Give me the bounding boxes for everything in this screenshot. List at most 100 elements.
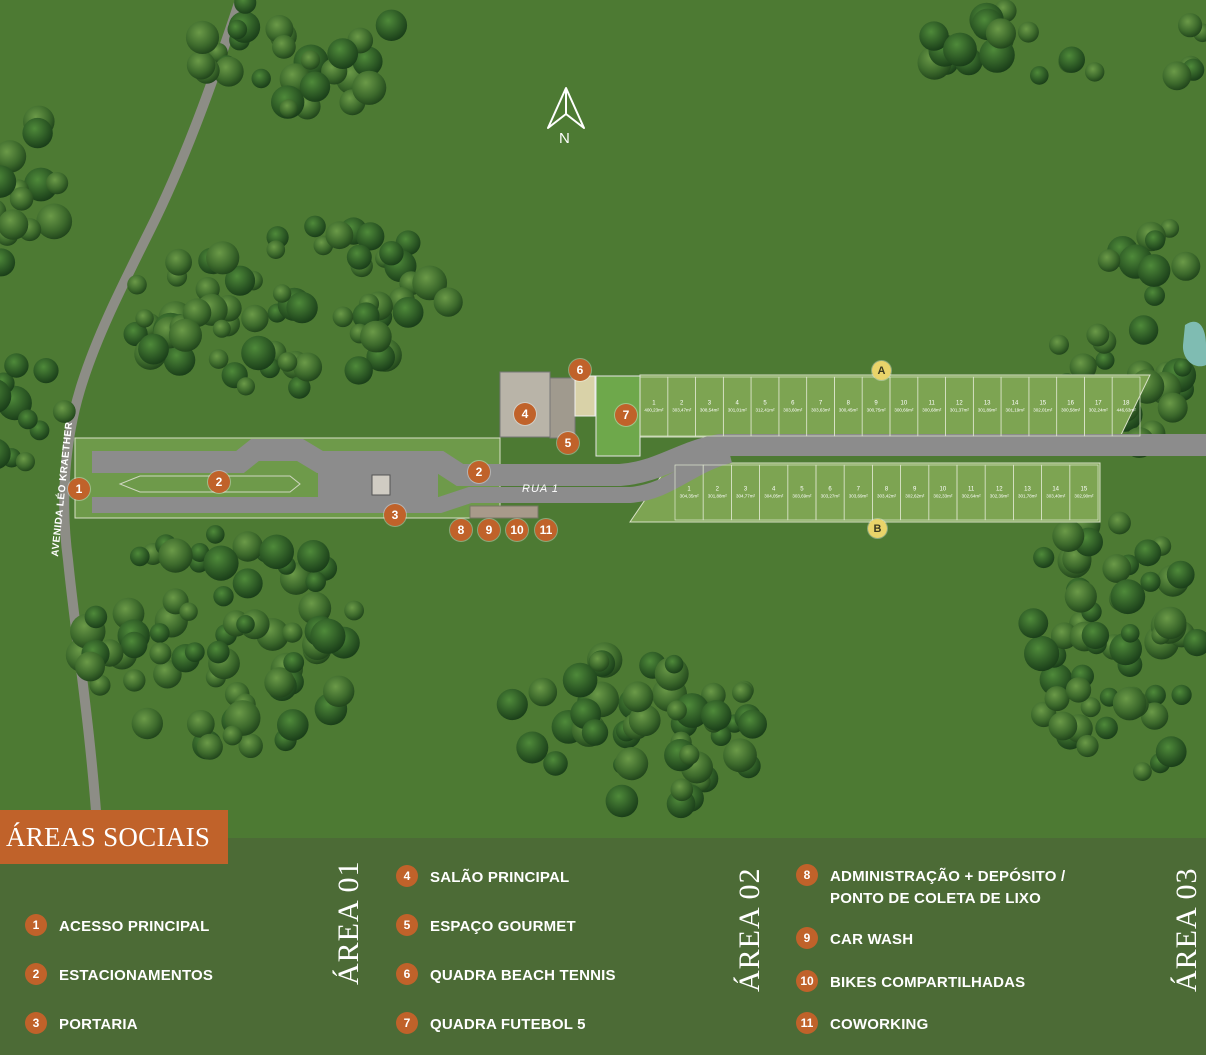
tree-icon	[131, 707, 163, 740]
tree-icon	[589, 651, 610, 672]
tree-icon	[1173, 358, 1192, 377]
tree-icon	[605, 784, 639, 818]
tree-icon	[241, 335, 276, 371]
row-marker-b: B	[868, 519, 887, 538]
north-lot-number: 18	[1123, 401, 1130, 407]
legend-item-futebol-5: 7 QUADRA FUTEBOL 5	[396, 1012, 586, 1036]
pin-acesso-principal[interactable]: 1	[68, 478, 90, 500]
pin-beach-tennis[interactable]: 6	[569, 359, 591, 381]
tree-icon	[121, 631, 148, 659]
pin-car-wash[interactable]: 9	[478, 519, 500, 541]
area-title-03: ÁREA 03	[1170, 867, 1203, 992]
tree-icon	[179, 602, 198, 621]
tree-icon	[943, 32, 977, 67]
legend-label: ACESSO PRINCIPAL	[59, 918, 210, 935]
pin-coworking[interactable]: 11	[535, 519, 557, 541]
north-label: N	[559, 130, 570, 147]
pin-portaria[interactable]: 3	[384, 504, 406, 526]
south-lot-area: 302,39m²	[990, 494, 1010, 499]
north-lot-number: 16	[1067, 401, 1074, 407]
south-lot-area: 304,35m²	[680, 494, 700, 499]
legend-label: QUADRA BEACH TENNIS	[430, 967, 616, 984]
pin-estacionamento-2[interactable]: 2	[468, 461, 490, 483]
legend-label: COWORKING	[830, 1016, 929, 1033]
tree-icon	[288, 376, 311, 399]
tree-icon	[158, 538, 193, 573]
legend-number: 6	[396, 963, 418, 985]
lot-grid: 1400,23m²2303,47m²3308,54m²4301,01m²5312…	[639, 376, 1141, 521]
tree-icon	[212, 319, 231, 338]
tree-icon	[622, 681, 654, 713]
legend-item-administracao: 8 ADMINISTRAÇÃO + DEPÓSITO / PONTO DE CO…	[796, 864, 1076, 910]
tree-icon	[222, 725, 243, 746]
south-lot-area: 302,62m²	[905, 494, 925, 499]
south-lot-number: 5	[800, 487, 804, 493]
north-lot-number: 4	[736, 401, 740, 407]
lot-strip-south	[629, 462, 1101, 523]
south-lot-area: 303,42m²	[877, 494, 897, 499]
tree-icon	[670, 778, 694, 802]
south-lot-number: 4	[772, 487, 776, 493]
legend-item-car-wash: 9 CAR WASH	[796, 927, 913, 951]
south-lot-number: 3	[744, 487, 748, 493]
tree-icon	[679, 744, 700, 765]
pin-estacionamento-1[interactable]: 2	[208, 471, 230, 493]
legend-label: PORTARIA	[59, 1016, 138, 1033]
north-lot-18[interactable]	[1111, 376, 1141, 437]
tree-icon	[344, 356, 373, 385]
tree-icon	[299, 71, 331, 102]
tree-icon	[1102, 554, 1132, 583]
legend-item-espaco-gourmet: 5 ESPAÇO GOURMET	[396, 914, 576, 938]
tree-icon	[1171, 684, 1192, 706]
tree-icon	[1095, 716, 1118, 740]
tree-icon	[360, 320, 392, 353]
tree-icon	[1133, 762, 1152, 781]
north-lot-area: 301,19m²	[1005, 408, 1025, 413]
tree-icon	[22, 117, 53, 149]
area-title-02: ÁREA 02	[733, 867, 766, 992]
south-lot-number: 11	[968, 487, 975, 493]
pin-espaco-gourmet[interactable]: 5	[557, 432, 579, 454]
row-marker-a: A	[872, 361, 891, 380]
north-lot-area: 300,58m²	[1061, 408, 1081, 413]
tree-icon	[251, 68, 271, 89]
tree-icon	[985, 18, 1017, 49]
tree-icon	[208, 349, 229, 369]
pin-salao-principal[interactable]: 4	[514, 403, 536, 425]
tree-icon	[293, 352, 323, 382]
north-lot-number: 3	[708, 401, 712, 407]
south-lot-number: 8	[885, 487, 889, 493]
south-lot-area: 301,78m²	[1018, 494, 1038, 499]
tree-icon	[286, 291, 318, 324]
pin-futebol-5[interactable]: 7	[615, 404, 637, 426]
tree-icon	[236, 377, 255, 396]
legend-panel	[0, 838, 1206, 1055]
tree-icon	[310, 618, 346, 654]
tree-icon	[1166, 560, 1195, 589]
pin-administracao[interactable]: 8	[450, 519, 472, 541]
south-lot-15[interactable]	[1069, 464, 1099, 521]
legend-item-salao-principal: 4 SALÃO PRINCIPAL	[396, 865, 569, 889]
tree-icon	[323, 675, 355, 707]
tree-icon	[1110, 579, 1146, 615]
south-lot-number: 2	[716, 487, 720, 493]
legend-label: ESTACIONAMENTOS	[59, 967, 214, 984]
tree-icon	[379, 241, 404, 266]
tree-icon	[135, 309, 154, 328]
building-gourmet	[549, 377, 576, 439]
north-lot-area: 301,01m²	[728, 408, 748, 413]
tree-icon	[279, 99, 298, 118]
north-lot-area: 300,75m²	[867, 408, 887, 413]
tree-icon	[628, 704, 661, 737]
tree-icon	[36, 203, 73, 240]
tree-icon	[0, 439, 11, 469]
north-lot-number: 7	[819, 401, 823, 407]
tree-icon	[196, 733, 223, 760]
tree-icon	[1183, 629, 1206, 657]
tree-icon	[232, 568, 263, 599]
tree-icon	[149, 623, 170, 643]
pin-bikes[interactable]: 10	[506, 519, 528, 541]
tree-icon	[1033, 546, 1055, 569]
tree-icon	[305, 571, 327, 592]
tree-icon	[123, 669, 146, 692]
